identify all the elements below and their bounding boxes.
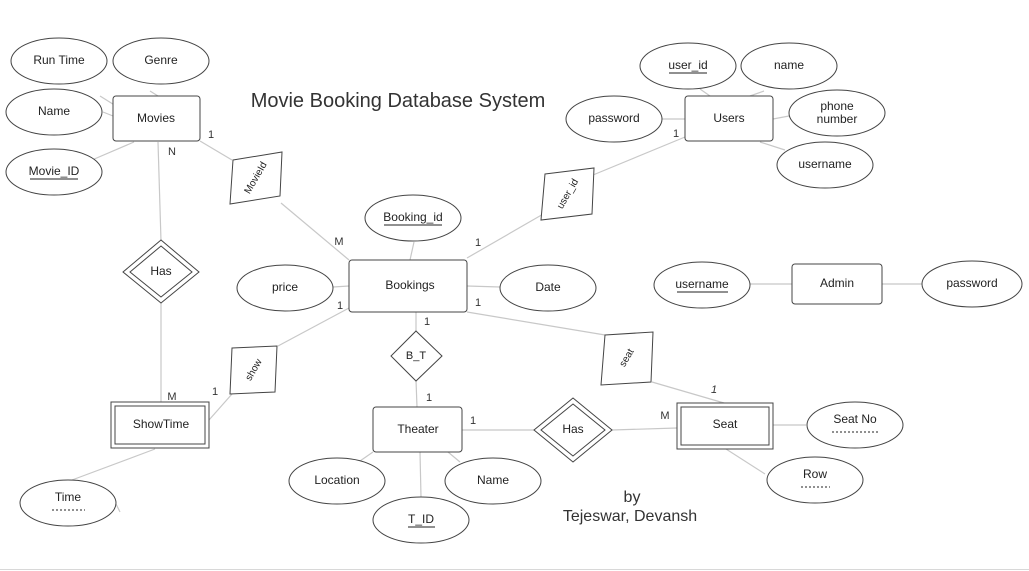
cardinality-has-showtime: M <box>167 391 176 403</box>
entity-users: Users <box>684 95 774 142</box>
svg-text:Genre: Genre <box>144 53 178 67</box>
svg-text:password: password <box>588 111 639 125</box>
entity-seat: Seat <box>676 402 774 450</box>
svg-text:Seat No: Seat No <box>833 412 877 426</box>
svg-text:user_id: user_id <box>668 58 707 72</box>
relationship-show: show <box>229 345 278 395</box>
attribute-admin-username: username <box>653 261 751 309</box>
attribute-row: Row <box>766 456 864 504</box>
attribute-username: username <box>776 141 874 189</box>
svg-text:Has: Has <box>150 264 171 278</box>
attribute-genre: Genre <box>112 37 210 85</box>
svg-text:Time: Time <box>55 490 82 504</box>
cardinality-bookings-seat: 1 <box>475 297 481 309</box>
attribute-movie-id: Movie_ID <box>5 148 103 196</box>
svg-text:password: password <box>946 276 997 290</box>
attribute-date: Date <box>499 264 597 312</box>
cardinality-users-userid: 1 <box>673 128 679 140</box>
entity-showtime: ShowTime <box>110 401 210 449</box>
attribute-run-time: Run Time <box>10 37 108 85</box>
attribute-user-name: name <box>740 42 838 90</box>
svg-text:B_T: B_T <box>406 350 426 362</box>
attribute-location: Location <box>288 457 386 505</box>
attribute-phone-number: phone number <box>788 89 886 137</box>
cardinality-labels: 1 N M 1 1 1 1 1 1 M 1 1 M 1 <box>167 128 717 427</box>
svg-text:Run Time: Run Time <box>33 53 85 67</box>
attribute-movie-name: Name <box>5 88 103 136</box>
cardinality-movieid-bookings: M <box>334 236 343 248</box>
svg-text:ShowTime: ShowTime <box>133 417 190 431</box>
relationship-seat: seat <box>600 331 654 386</box>
svg-text:Name: Name <box>477 473 509 487</box>
svg-text:name: name <box>774 58 804 72</box>
cardinality-theater-has: 1 <box>470 415 476 427</box>
entity-movies: Movies <box>112 95 201 142</box>
attribute-theater-name: Name <box>444 457 542 505</box>
relationship-has-theater-seat: Has <box>533 397 613 463</box>
relationship-movieid: MovieId <box>229 151 283 205</box>
attribute-booking-id: Booking_id <box>364 194 462 242</box>
entity-theater: Theater <box>372 406 463 453</box>
attribute-t-id: T_ID <box>372 496 470 544</box>
svg-text:price: price <box>272 280 298 294</box>
attribute-password: password <box>565 95 663 143</box>
attribute-admin-password: password <box>921 260 1023 308</box>
credit-authors: Tejeswar, Devansh <box>563 508 697 525</box>
cardinality-show-showtime: 1 <box>212 386 218 398</box>
cardinality-has-seat: M <box>660 410 669 422</box>
cardinality-bookings-bt: 1 <box>424 316 430 328</box>
cardinality-bt-theater: 1 <box>426 392 432 404</box>
relationship-bt: B_T <box>390 330 443 382</box>
connectors <box>71 88 923 513</box>
bottom-divider <box>0 569 1029 570</box>
svg-text:Booking_id: Booking_id <box>383 210 442 224</box>
svg-text:username: username <box>675 277 729 291</box>
svg-text:Movie_ID: Movie_ID <box>29 164 80 178</box>
svg-text:Users: Users <box>713 111 744 125</box>
entity-admin: Admin <box>791 263 883 305</box>
cardinality-movies-movieid: 1 <box>208 129 214 141</box>
svg-text:Movies: Movies <box>137 111 175 125</box>
svg-text:Name: Name <box>38 104 70 118</box>
diagram-title: Movie Booking Database System <box>251 90 546 112</box>
svg-text:Location: Location <box>314 473 359 487</box>
svg-text:T_ID: T_ID <box>408 512 434 526</box>
svg-text:Bookings: Bookings <box>385 278 434 292</box>
cardinality-userid-bookings: 1 <box>475 237 481 249</box>
attribute-price: price <box>236 264 334 312</box>
svg-text:Admin: Admin <box>820 276 854 290</box>
svg-text:number: number <box>817 112 858 126</box>
cardinality-movies-has: N <box>168 146 176 158</box>
entity-bookings: Bookings <box>348 259 468 313</box>
attribute-seat-no: Seat No <box>806 401 904 449</box>
credit-by: by <box>624 489 641 506</box>
relationship-has-movie-showtime: Has <box>122 239 200 304</box>
svg-text:username: username <box>798 157 852 171</box>
svg-text:Row: Row <box>803 467 827 481</box>
svg-text:Date: Date <box>535 280 561 294</box>
cardinality-seat-seat: 1 <box>711 384 717 396</box>
relationship-user-id: user_id <box>540 167 595 221</box>
svg-text:phone: phone <box>820 99 854 113</box>
cardinality-bookings-show: 1 <box>337 300 343 312</box>
svg-text:Has: Has <box>562 422 583 436</box>
svg-text:Seat: Seat <box>713 417 738 431</box>
attribute-user-id: user_id <box>639 42 737 90</box>
attribute-time: Time <box>19 479 117 527</box>
svg-text:Theater: Theater <box>397 422 438 436</box>
